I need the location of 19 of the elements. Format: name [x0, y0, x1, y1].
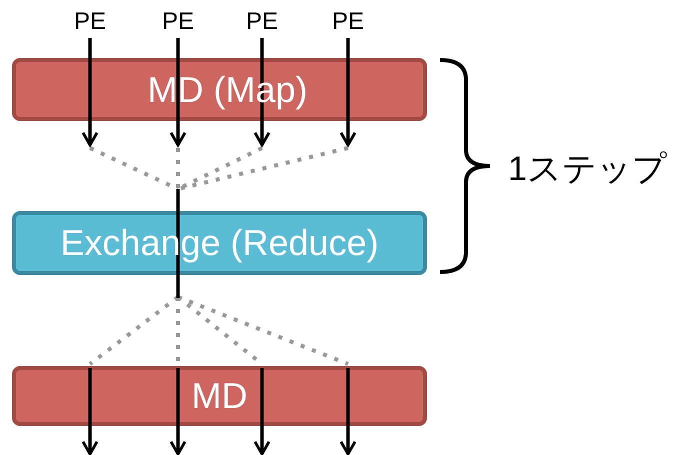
- dotted-line: [176, 148, 180, 189]
- processor-label: PE: [246, 8, 278, 36]
- processor-label: PE: [162, 8, 194, 36]
- arrow: [340, 38, 356, 146]
- dotted-line: [89, 146, 179, 191]
- processor-label: PE: [332, 8, 364, 36]
- arrow: [254, 368, 270, 455]
- arrow: [82, 368, 98, 455]
- arrow: [82, 38, 98, 146]
- dotted-line: [178, 146, 348, 191]
- box-title: MD: [192, 375, 248, 417]
- step-label: 1ステップ: [508, 149, 667, 190]
- processor-label: PE: [74, 8, 106, 36]
- dotted-line: [176, 297, 180, 364]
- process-box: [12, 366, 427, 426]
- arrow: [170, 368, 186, 455]
- dotted-line: [88, 295, 180, 366]
- dotted-line: [177, 295, 349, 366]
- arrow: [340, 368, 356, 455]
